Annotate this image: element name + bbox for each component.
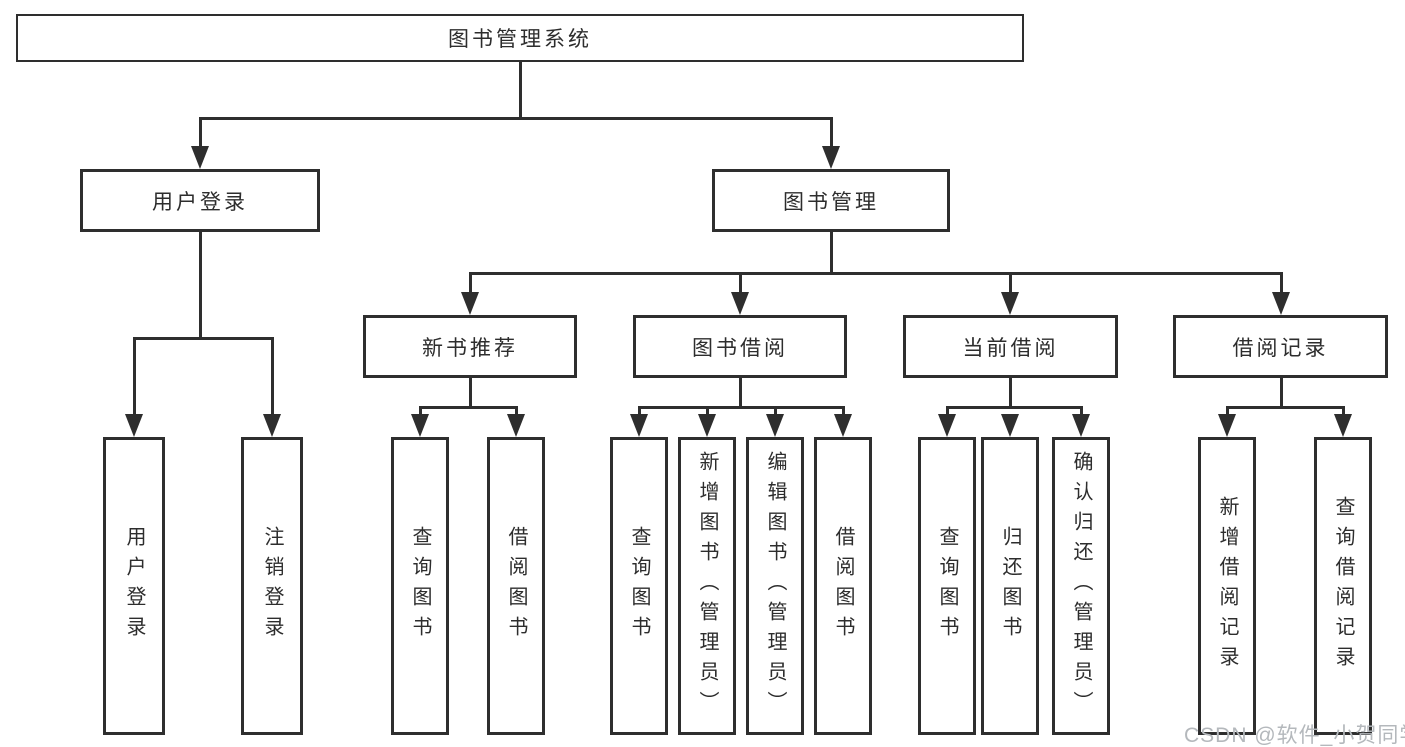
arrow-down-icon bbox=[938, 414, 956, 437]
arrow-down-icon bbox=[191, 146, 209, 169]
leaf-label: 确认归还（管理员） bbox=[1070, 451, 1092, 721]
arrow-down-icon bbox=[1072, 414, 1090, 437]
connector-line bbox=[841, 406, 845, 417]
connector-line bbox=[514, 406, 518, 417]
connector-line bbox=[1079, 406, 1083, 417]
connector-line bbox=[418, 406, 422, 417]
leaf-borrow-books: 借阅图书 bbox=[814, 437, 872, 735]
connector-line bbox=[1279, 378, 1283, 409]
connector-line bbox=[1225, 406, 1345, 409]
connector-line bbox=[738, 272, 742, 295]
arrow-down-icon bbox=[766, 414, 784, 437]
connector-line bbox=[468, 272, 472, 295]
leaf-borrow-books-recommend: 借阅图书 bbox=[487, 437, 545, 735]
leaf-logout: 注销登录 bbox=[241, 437, 303, 735]
node-label: 图书管理 bbox=[783, 190, 879, 214]
connector-line bbox=[1279, 272, 1283, 295]
leaf-label: 用户登录 bbox=[123, 526, 145, 646]
arrow-down-icon bbox=[263, 414, 281, 437]
leaf-edit-book-admin: 编辑图书（管理员） bbox=[746, 437, 804, 735]
arrow-down-icon bbox=[630, 414, 648, 437]
node-label: 图书借阅 bbox=[692, 336, 788, 360]
arrow-down-icon bbox=[1272, 292, 1290, 315]
leaf-label: 新增图书（管理员） bbox=[696, 451, 718, 721]
leaf-user-login: 用户登录 bbox=[103, 437, 165, 735]
connector-line bbox=[132, 337, 136, 417]
leaf-add-book-admin: 新增图书（管理员） bbox=[678, 437, 736, 735]
arrow-down-icon bbox=[1001, 414, 1019, 437]
connector-line bbox=[1008, 378, 1012, 409]
connector-line bbox=[738, 378, 742, 409]
node-book-management: 图书管理 bbox=[712, 169, 950, 232]
leaf-label: 查询图书 bbox=[409, 526, 431, 646]
connector-line bbox=[1008, 272, 1012, 295]
node-label: 用户登录 bbox=[152, 190, 248, 214]
leaf-label: 查询借阅记录 bbox=[1332, 496, 1354, 676]
arrow-down-icon bbox=[125, 414, 143, 437]
arrow-down-icon bbox=[698, 414, 716, 437]
leaf-query-books-current: 查询图书 bbox=[918, 437, 976, 735]
leaf-label: 查询图书 bbox=[628, 526, 650, 646]
node-label: 当前借阅 bbox=[962, 336, 1059, 360]
node-book-borrowing: 图书借阅 bbox=[633, 315, 847, 378]
connector-line bbox=[829, 117, 833, 149]
connector-line bbox=[1341, 406, 1345, 417]
connector-line bbox=[468, 272, 1283, 275]
connector-line bbox=[132, 337, 274, 340]
node-library-system: 图书管理系统 bbox=[16, 14, 1024, 62]
connector-line bbox=[829, 232, 833, 272]
arrow-down-icon bbox=[1334, 414, 1352, 437]
arrow-down-icon bbox=[461, 292, 479, 315]
connector-line bbox=[637, 406, 641, 417]
leaf-label: 借阅图书 bbox=[832, 526, 854, 646]
node-label: 新书推荐 bbox=[422, 336, 518, 360]
connector-line bbox=[705, 406, 709, 417]
leaf-return-book: 归还图书 bbox=[981, 437, 1039, 735]
arrow-down-icon bbox=[822, 146, 840, 169]
arrow-down-icon bbox=[411, 414, 429, 437]
connector-line bbox=[773, 406, 777, 417]
arrow-down-icon bbox=[1001, 292, 1019, 315]
connector-line bbox=[637, 406, 845, 409]
connector-line bbox=[270, 337, 274, 417]
connector-line bbox=[198, 117, 202, 149]
node-label: 图书管理系统 bbox=[448, 28, 592, 51]
arrow-down-icon bbox=[834, 414, 852, 437]
leaf-add-borrow-record: 新增借阅记录 bbox=[1198, 437, 1256, 735]
arrow-down-icon bbox=[731, 292, 749, 315]
node-label: 借阅记录 bbox=[1232, 336, 1329, 360]
connector-line bbox=[1225, 406, 1229, 417]
leaf-label: 借阅图书 bbox=[505, 526, 527, 646]
connector-line bbox=[945, 406, 1083, 409]
connector-line bbox=[198, 117, 833, 120]
leaf-confirm-return-admin: 确认归还（管理员） bbox=[1052, 437, 1110, 735]
connector-line bbox=[518, 62, 522, 117]
leaf-label: 查询图书 bbox=[936, 526, 958, 646]
leaf-label: 归还图书 bbox=[999, 526, 1021, 646]
connector-line bbox=[468, 378, 472, 409]
leaf-label: 编辑图书（管理员） bbox=[764, 451, 786, 721]
arrow-down-icon bbox=[1218, 414, 1236, 437]
watermark: CSDN @软件_小贺同学 bbox=[1184, 724, 1405, 747]
connector-line bbox=[945, 406, 949, 417]
node-current-borrowing: 当前借阅 bbox=[903, 315, 1118, 378]
leaf-query-books-borrowing: 查询图书 bbox=[610, 437, 668, 735]
connector-line bbox=[198, 232, 202, 337]
node-borrowing-records: 借阅记录 bbox=[1173, 315, 1388, 378]
arrow-down-icon bbox=[507, 414, 525, 437]
connector-line bbox=[418, 406, 518, 409]
leaf-query-books-recommend: 查询图书 bbox=[391, 437, 449, 735]
node-user-login: 用户登录 bbox=[80, 169, 320, 232]
leaf-query-borrow-record: 查询借阅记录 bbox=[1314, 437, 1372, 735]
leaf-label: 注销登录 bbox=[261, 526, 283, 646]
node-new-book-recommendation: 新书推荐 bbox=[363, 315, 577, 378]
leaf-label: 新增借阅记录 bbox=[1216, 496, 1238, 676]
